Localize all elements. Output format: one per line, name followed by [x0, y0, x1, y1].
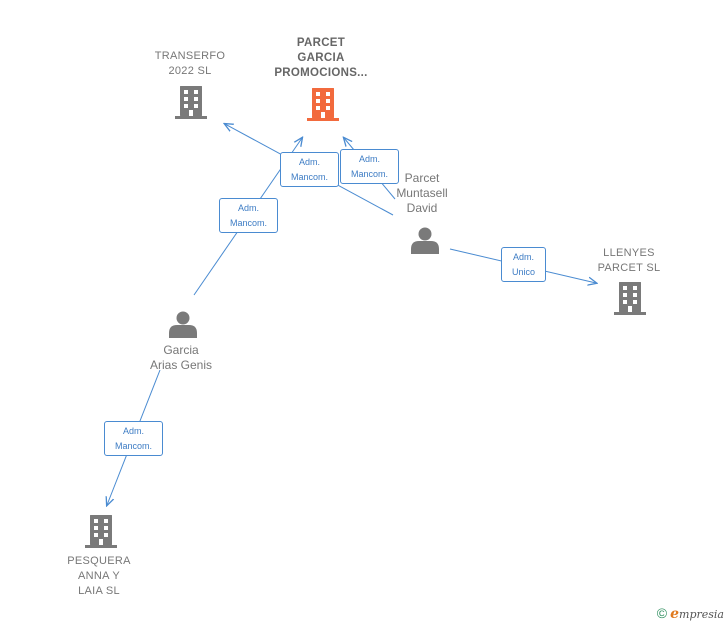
node-label-garcia-genis[interactable]: Garcia Arias Genis	[133, 343, 229, 373]
label-line: GARCIA	[297, 52, 345, 64]
node-label-transerfo[interactable]: TRANSERFO 2022 SL	[140, 49, 240, 79]
edge-label-line: Mancom.	[350, 169, 388, 179]
label-line: TRANSERFO	[154, 50, 226, 62]
copyright-icon: ©	[656, 605, 668, 621]
edge-label-line: Mancom.	[114, 441, 152, 451]
edge-label-line: Unico	[511, 267, 535, 277]
label-line: LLENYES	[603, 247, 655, 259]
edge-label-line: Mancom.	[229, 218, 267, 228]
edge-label-line: Adm.	[358, 154, 380, 164]
logo-rest: mpresia	[679, 608, 724, 621]
label-line: PARCET	[296, 37, 346, 49]
label-line: PESQUERA	[67, 555, 131, 567]
node-label-pesquera[interactable]: PESQUERA ANNA Y LAIA SL	[54, 554, 144, 599]
empresia-credit[interactable]: © empresia	[657, 605, 724, 622]
edge-label-garcia-to-parcet-garcia[interactable]: Adm. Mancom.	[219, 198, 278, 233]
label-line: LAIA SL	[78, 585, 120, 597]
person-icon-parcet-david[interactable]	[411, 227, 439, 255]
edge-label-line: Adm.	[512, 252, 534, 262]
edge-label-david-to-transerfo[interactable]: Adm. Mancom.	[280, 152, 339, 187]
label-line: Muntasell	[396, 186, 448, 200]
edge-label-line: Mancom.	[290, 172, 328, 182]
label-line: 2022 SL	[168, 65, 212, 77]
edge-label-david-to-llenyes[interactable]: Adm. Unico	[501, 247, 546, 282]
building-icon-transerfo[interactable]	[175, 86, 207, 119]
building-icon-pesquera[interactable]	[85, 515, 117, 548]
label-line: Parcet	[404, 171, 440, 185]
node-label-parcet-david[interactable]: Parcet Muntasell David	[382, 171, 462, 216]
building-icon-llenyes[interactable]	[614, 282, 646, 315]
edge-label-line: Adm.	[237, 203, 259, 213]
label-line: PARCET SL	[597, 262, 661, 274]
label-line: PROMOCIONS...	[274, 67, 368, 79]
edge-label-line: Adm.	[298, 157, 320, 167]
label-line: David	[406, 201, 438, 215]
person-icon-garcia-genis[interactable]	[169, 311, 197, 339]
label-line: Garcia	[163, 343, 199, 357]
node-label-parcet-garcia[interactable]: PARCET GARCIA PROMOCIONS...	[262, 36, 380, 81]
logo-initial: e	[670, 606, 680, 622]
node-label-llenyes[interactable]: LLENYES PARCET SL	[584, 246, 674, 276]
empresia-logo: empresia	[670, 606, 724, 622]
edge-label-david-to-parcet-garcia[interactable]: Adm. Mancom.	[340, 149, 399, 184]
edge-label-garcia-to-pesquera[interactable]: Adm. Mancom.	[104, 421, 163, 456]
edge-label-line: Adm.	[122, 426, 144, 436]
label-line: ANNA Y	[78, 570, 120, 582]
label-line: Arias Genis	[149, 358, 213, 372]
building-icon-parcet-garcia[interactable]	[307, 88, 339, 121]
